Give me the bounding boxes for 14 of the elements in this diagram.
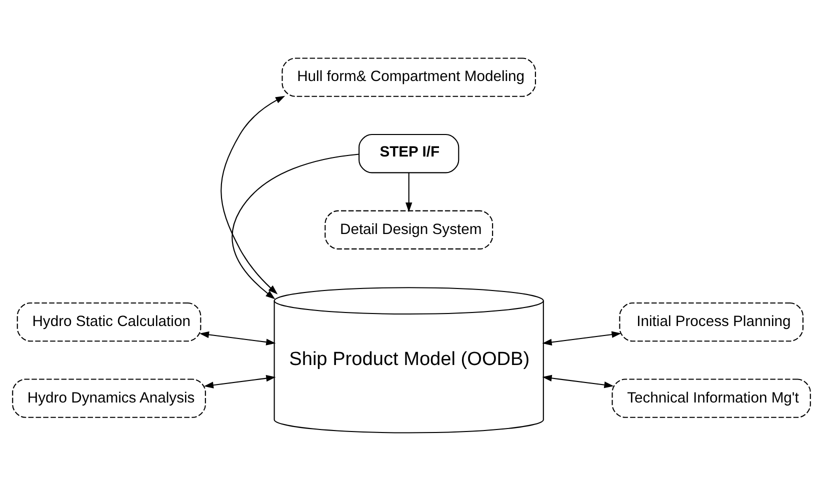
node-box: Hull form& Compartment Modeling [282, 58, 536, 97]
arrow [220, 96, 286, 294]
node-box: Hydro Static Calculation [16, 302, 202, 342]
node-box: Technical Information Mg't [612, 378, 811, 418]
arrow [406, 172, 412, 212]
arrow [199, 331, 276, 346]
arrow [232, 154, 359, 300]
node-box: Initial Process Planning [619, 302, 804, 342]
arrow [542, 374, 614, 388]
node-box: Detail Design System [324, 210, 494, 250]
node-box: STEP I/F [358, 134, 460, 174]
arrow [542, 331, 622, 346]
arrow [204, 375, 276, 388]
node-box: Hydro Dynamics Analysis [12, 378, 206, 418]
